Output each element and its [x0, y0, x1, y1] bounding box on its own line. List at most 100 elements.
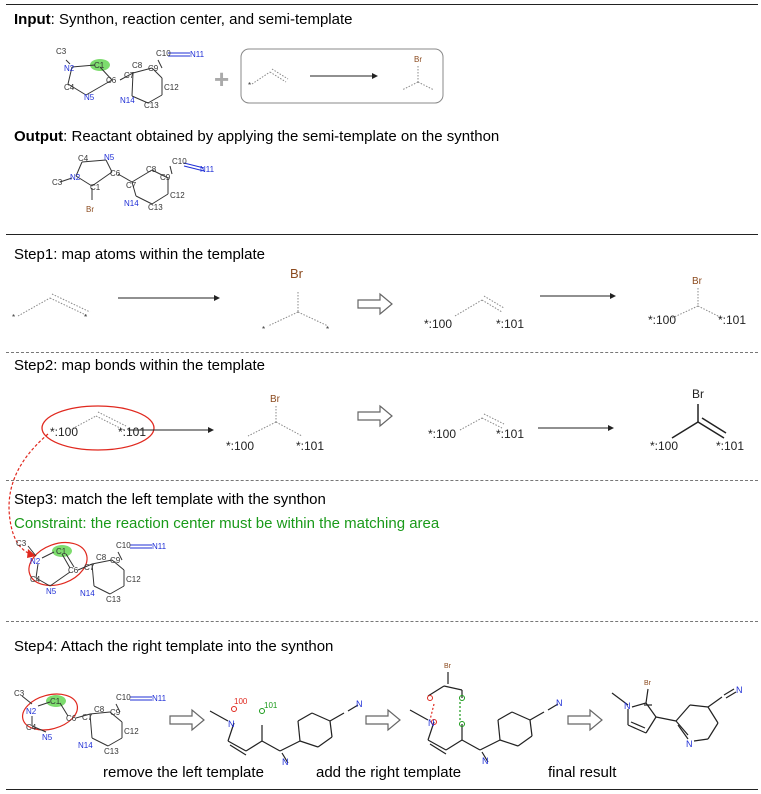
- svg-text:C6: C6: [110, 169, 121, 178]
- caption-final-result: final result: [548, 764, 617, 781]
- step3-synthon-molecule: C3 N2 C1 C4 C6 N5 C7 C8 C9 C10 N11 C12 C…: [16, 540, 167, 604]
- svg-text:C8: C8: [132, 61, 143, 70]
- reaction-center-highlight: [52, 545, 72, 557]
- svg-text:C12: C12: [170, 191, 185, 200]
- svg-text:N5: N5: [84, 93, 95, 102]
- svg-text:C7: C7: [82, 713, 93, 722]
- step2-title: Step2: map bonds within the template: [14, 357, 265, 374]
- svg-text:N2: N2: [70, 173, 81, 182]
- svg-text:*: *: [326, 325, 329, 334]
- section-rule: [6, 234, 758, 235]
- svg-text:C7: C7: [126, 181, 137, 190]
- svg-text:Br: Br: [444, 663, 452, 670]
- output-heading: Output: Reactant obtained by applying th…: [14, 128, 500, 145]
- svg-text:C10: C10: [156, 49, 171, 58]
- svg-text:C8: C8: [146, 165, 157, 174]
- svg-text:N: N: [736, 685, 743, 695]
- svg-text:Br: Br: [414, 55, 422, 64]
- svg-text:N5: N5: [104, 153, 115, 162]
- svg-text:N11: N11: [190, 50, 205, 59]
- svg-text:N: N: [228, 719, 235, 729]
- step1-diagram: * * Br * * *:100 *:101 Br *:100 *:101: [12, 266, 746, 334]
- svg-text:*:101: *:101: [716, 439, 744, 453]
- left-template-oval: [41, 405, 155, 451]
- svg-text:C1: C1: [50, 697, 61, 706]
- svg-text:*: *: [12, 313, 15, 322]
- svg-text:N11: N11: [152, 694, 167, 703]
- svg-text:C1: C1: [94, 61, 105, 70]
- step-divider: [6, 352, 758, 353]
- svg-text:101: 101: [264, 701, 278, 710]
- svg-text:C4: C4: [26, 723, 37, 732]
- svg-text:N14: N14: [124, 199, 139, 208]
- svg-text:*:101: *:101: [496, 427, 524, 441]
- svg-text:*: *: [262, 325, 265, 334]
- svg-text:C3: C3: [16, 540, 27, 548]
- step1-hollow-arrow: [357, 292, 393, 316]
- step-divider: [6, 621, 758, 622]
- svg-text:C4: C4: [30, 575, 41, 584]
- svg-text:*:101: *:101: [718, 313, 746, 327]
- svg-text:N14: N14: [120, 96, 135, 105]
- caption-add-right-template: add the right template: [316, 764, 462, 781]
- svg-text:C12: C12: [124, 727, 139, 736]
- step3-title: Step3: match the left template with the …: [14, 491, 326, 508]
- svg-text:C13: C13: [148, 203, 163, 212]
- svg-text:N14: N14: [78, 741, 93, 750]
- svg-text:N2: N2: [64, 64, 75, 73]
- matched-area-oval: [28, 541, 88, 587]
- step3-constraint: Constraint: the reaction center must be …: [14, 515, 440, 532]
- svg-text:Br: Br: [692, 387, 704, 401]
- svg-text:C8: C8: [96, 553, 107, 562]
- svg-text:*:100: *:100: [428, 427, 456, 441]
- svg-text:*:100: *:100: [226, 439, 254, 453]
- step4-synthon-molecule: C3 N2 C1 C4 N5 C6 C7 C8 C9 C10 N11 C12 C…: [14, 690, 167, 756]
- svg-text:100: 100: [234, 697, 248, 706]
- step4-arrow-3: [567, 708, 603, 732]
- svg-text:N2: N2: [30, 557, 41, 566]
- svg-text:C6: C6: [106, 76, 117, 85]
- step4-final-molecule: Br N N N: [611, 680, 743, 749]
- svg-text:N: N: [356, 699, 363, 709]
- semi-template-box: * Br: [240, 48, 444, 104]
- step2-diagram: *:100 *:101 Br *:100 *:101 *:100 *:101 B…: [41, 387, 744, 453]
- reaction-center-highlight: [90, 59, 110, 71]
- svg-text:C4: C4: [78, 154, 89, 163]
- svg-text:Br: Br: [270, 394, 281, 405]
- svg-text:N: N: [428, 718, 435, 728]
- svg-text:C7: C7: [124, 71, 135, 80]
- svg-text:C13: C13: [144, 101, 159, 110]
- svg-text:C9: C9: [110, 556, 121, 565]
- svg-text:*:100: *:100: [424, 317, 452, 331]
- svg-text:N11: N11: [200, 165, 215, 174]
- svg-text:C10: C10: [172, 157, 187, 166]
- svg-text:C12: C12: [164, 83, 179, 92]
- svg-text:*:101: *:101: [296, 439, 324, 453]
- plus-sign: +: [214, 64, 230, 94]
- step4-arrow-1: [169, 708, 205, 732]
- svg-text:C6: C6: [68, 566, 79, 575]
- step4-attached-molecule: Br N N N: [409, 663, 563, 765]
- svg-text:Br: Br: [290, 266, 304, 281]
- svg-text:N14: N14: [80, 589, 95, 598]
- step4-title: Step4: Attach the right template into th…: [14, 638, 334, 655]
- svg-text:*: *: [84, 313, 87, 322]
- svg-text:Br: Br: [86, 205, 94, 214]
- svg-text:C6: C6: [66, 714, 77, 723]
- step4-intermediate-molecule: 100 101 N N N: [209, 697, 363, 765]
- svg-text:C3: C3: [56, 47, 67, 56]
- svg-text:C8: C8: [94, 705, 105, 714]
- svg-text:C4: C4: [64, 83, 75, 92]
- svg-text:*:101: *:101: [118, 425, 146, 439]
- svg-text:C9: C9: [160, 173, 171, 182]
- input-heading: Input: Synthon, reaction center, and sem…: [14, 11, 353, 28]
- bottom-rule: [6, 789, 758, 790]
- svg-text:C9: C9: [110, 708, 121, 717]
- step-divider: [6, 480, 758, 481]
- step2-hollow-arrow: [357, 404, 393, 428]
- step1-title: Step1: map atoms within the template: [14, 246, 265, 263]
- svg-text:C3: C3: [52, 178, 63, 187]
- svg-text:C1: C1: [56, 547, 67, 556]
- svg-text:Br: Br: [692, 276, 703, 287]
- svg-text:C9: C9: [148, 64, 159, 73]
